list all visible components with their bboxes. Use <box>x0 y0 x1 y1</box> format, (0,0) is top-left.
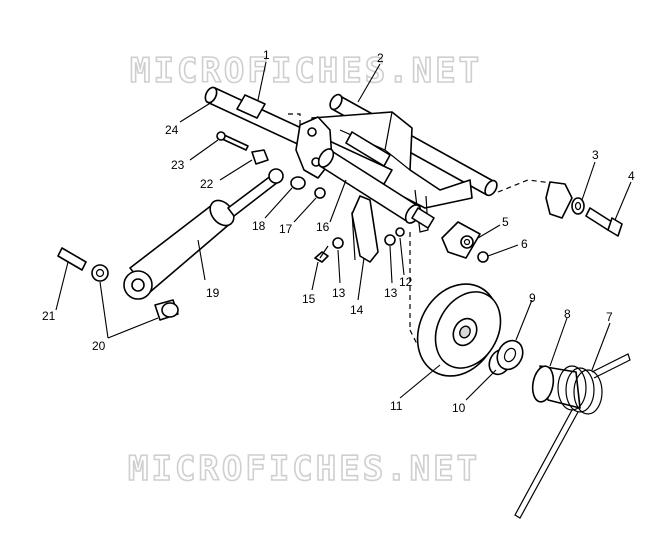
callout-4: 4 <box>628 169 635 183</box>
callout-16: 16 <box>316 220 330 234</box>
part-12-nut <box>395 227 405 237</box>
part-13-washer-right <box>384 234 396 246</box>
callout-21: 21 <box>42 309 56 323</box>
part-3-washer-right <box>571 197 585 215</box>
part-7-torsion-spring <box>514 353 631 519</box>
part-11-idler-wheel <box>416 283 502 377</box>
part-13-washer-left <box>332 237 344 249</box>
callout-12: 12 <box>399 275 413 289</box>
part-20-bushing-left <box>91 264 109 282</box>
callout-1: 1 <box>263 48 270 62</box>
callout-20: 20 <box>92 339 106 353</box>
callout-9: 9 <box>529 291 536 305</box>
part-6-nut <box>477 251 489 263</box>
callout-13-left: 13 <box>332 286 346 300</box>
watermark-bottom: MICROFICHES.NET <box>128 449 480 489</box>
callout-23: 23 <box>171 158 185 172</box>
part-4-bolt-right <box>585 207 623 237</box>
callout-11: 11 <box>390 399 403 413</box>
callout-labels: 1 2 3 4 5 6 7 8 9 10 11 12 13 13 14 15 1… <box>42 48 635 415</box>
callout-15: 15 <box>302 292 316 306</box>
callout-6: 6 <box>521 237 528 251</box>
part-22-spacer <box>251 149 269 165</box>
part-15-bolt <box>314 245 329 263</box>
callout-24: 24 <box>165 123 179 137</box>
callout-13-right: 13 <box>384 286 398 300</box>
part-20-bushing-right <box>154 299 179 321</box>
callout-7: 7 <box>606 310 613 324</box>
callout-17: 17 <box>279 222 293 236</box>
part-lower-shaft <box>317 131 435 229</box>
callout-2: 2 <box>377 51 384 65</box>
leader-lines <box>55 61 632 401</box>
callout-18: 18 <box>252 219 266 233</box>
callout-8: 8 <box>564 307 571 321</box>
part-5-slide-block <box>441 221 481 259</box>
part-9-washer <box>496 339 524 371</box>
part-17-nut <box>314 187 326 199</box>
part-14-link-arm <box>351 195 379 263</box>
part-21-pin <box>57 247 87 271</box>
callout-14: 14 <box>350 303 364 317</box>
part-23-bolt <box>216 131 249 151</box>
part-bracket-right <box>545 181 573 219</box>
part-19-shock-absorber <box>123 168 284 300</box>
part-8-spring-hub <box>531 365 581 409</box>
callout-5: 5 <box>502 215 509 229</box>
callout-3: 3 <box>592 148 599 162</box>
callout-10: 10 <box>452 401 466 415</box>
part-18-bushing <box>290 176 306 190</box>
callout-19: 19 <box>206 286 220 300</box>
watermark-top: MICROFICHES.NET <box>130 51 482 91</box>
callout-22: 22 <box>200 177 214 191</box>
